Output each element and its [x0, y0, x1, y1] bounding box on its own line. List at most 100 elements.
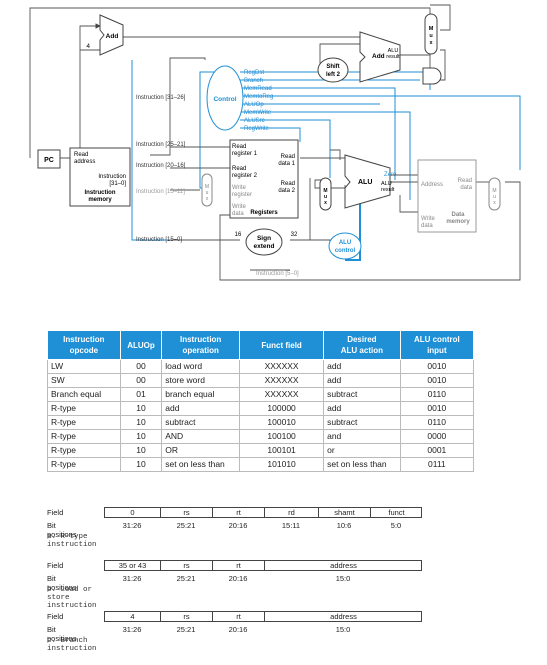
- shift-label2: left 2: [326, 72, 341, 78]
- table-cell: R-type: [47, 457, 121, 472]
- table-cell: R-type: [47, 429, 121, 444]
- table-cell: 0110: [399, 387, 475, 402]
- four-constant: 4: [86, 43, 90, 50]
- field-label: Field: [47, 508, 64, 517]
- table-cell: R-type: [47, 443, 121, 458]
- table-cell: store word: [161, 373, 241, 388]
- table-cell: 10: [119, 457, 163, 472]
- table-cell: OR: [161, 443, 241, 458]
- imem-title: Instruction: [85, 190, 116, 196]
- imem-bits: [31–0]: [109, 181, 126, 187]
- branch-adder-label: Add: [372, 53, 385, 60]
- signal-branch: Branch: [244, 78, 263, 84]
- table-cell: subtract: [323, 387, 401, 402]
- pc-adder: [99, 14, 124, 56]
- datapath-diagram: PC Add 4 Shift left 2 Add ALU result M u…: [29, 4, 521, 281]
- signal-aluop: ALUOp: [244, 102, 264, 108]
- signal-alusrc: ALUSrc: [244, 118, 265, 124]
- dmem-title: Data: [451, 212, 465, 218]
- table-cell: load word: [161, 359, 241, 374]
- table-cell: 0010: [399, 401, 475, 416]
- field-segment: rt: [213, 561, 265, 570]
- svg-text:x: x: [493, 200, 496, 206]
- control-signals: RegDst Branch MemRead MemtoReg ALUOp Mem…: [244, 70, 273, 132]
- reg-read2: Read: [232, 166, 246, 172]
- extend-label: extend: [254, 243, 275, 250]
- table-cell: add: [161, 401, 241, 416]
- field-segment: rt: [213, 508, 265, 517]
- bits-32: 32: [291, 232, 298, 238]
- table-cell: add: [323, 401, 401, 416]
- bit-position: 31:26: [122, 625, 142, 634]
- table-cell: 101010: [239, 457, 325, 472]
- bit-position: 10:6: [336, 521, 352, 530]
- memtoreg-mux: [488, 177, 501, 211]
- field-segment: address: [330, 612, 357, 621]
- reg-rdata2: Read: [281, 181, 295, 187]
- register-file: [229, 139, 299, 219]
- table-cell: LW: [47, 359, 121, 374]
- table-cell: add: [323, 359, 401, 374]
- bit-position: 15:11: [281, 521, 301, 530]
- reg-wdata: Write: [232, 204, 247, 210]
- alu-control-label: ALU: [339, 240, 351, 246]
- svg-text:M: M: [205, 184, 209, 190]
- instr-25-21-label: Instruction [25–21]: [136, 142, 186, 148]
- field-segment: 35 or 43: [105, 561, 161, 570]
- imem-title2: memory: [88, 197, 112, 203]
- bits-16: 16: [235, 232, 242, 238]
- field-segment: address: [330, 561, 357, 570]
- table-cell: add: [323, 373, 401, 388]
- table-cell: set on less than: [323, 457, 401, 472]
- bit-positions-label: Bit positions: [47, 521, 77, 539]
- field-segment: rs: [161, 508, 213, 517]
- instruction-memory: [69, 147, 131, 207]
- table-cell: 01: [119, 387, 163, 402]
- col-aluop: ALUOp: [119, 330, 163, 360]
- instr-15-11-label: Instruction [15–11]: [136, 189, 185, 195]
- table-cell: or: [323, 443, 401, 458]
- sign-extend: [245, 228, 283, 256]
- reg-read2b: register 2: [232, 173, 258, 179]
- alu-control-label2: control: [335, 248, 356, 254]
- alu-control: [328, 232, 362, 260]
- bit-position: 25:21: [176, 574, 196, 583]
- bit-position: 25:21: [176, 521, 196, 530]
- reg-writeb: register: [232, 192, 252, 198]
- table-cell: 10: [119, 443, 163, 458]
- reg-wdatab: data: [232, 211, 244, 217]
- signal-memwrite: MemWrite: [244, 110, 272, 116]
- table-cell: 0001: [399, 443, 475, 458]
- format-caption: b. Load or store instruction: [47, 586, 97, 610]
- instr-20-16-label: Instruction [20–16]: [136, 163, 186, 169]
- dmem-address: Address: [421, 182, 443, 188]
- table-cell: 10: [119, 429, 163, 444]
- signal-memread: MemRead: [244, 86, 272, 92]
- table-cell: branch equal: [161, 387, 241, 402]
- imem-address: address: [74, 159, 95, 165]
- instr-31-26-label: Instruction [31–26]: [136, 95, 186, 101]
- table-cell: 100010: [239, 415, 325, 430]
- dmem-read2: data: [460, 185, 472, 191]
- table-cell: XXXXXX: [239, 373, 325, 388]
- svg-text:u: u: [493, 194, 496, 200]
- dmem-write: Write: [421, 216, 436, 222]
- table-cell: 10: [119, 401, 163, 416]
- svg-text:M: M: [323, 188, 327, 194]
- reg-read1b: register 1: [232, 151, 258, 157]
- shift-label: Shift: [326, 64, 339, 70]
- control-label: Control: [213, 96, 236, 103]
- data-memory: [417, 159, 477, 233]
- table-cell: 0010: [399, 359, 475, 374]
- branch-adder: [359, 31, 401, 83]
- pc-label: PC: [44, 157, 54, 164]
- table-cell: 00: [119, 359, 163, 374]
- control-unit: [206, 65, 244, 131]
- alu-result2: result: [381, 187, 395, 193]
- svg-text:u: u: [324, 194, 327, 200]
